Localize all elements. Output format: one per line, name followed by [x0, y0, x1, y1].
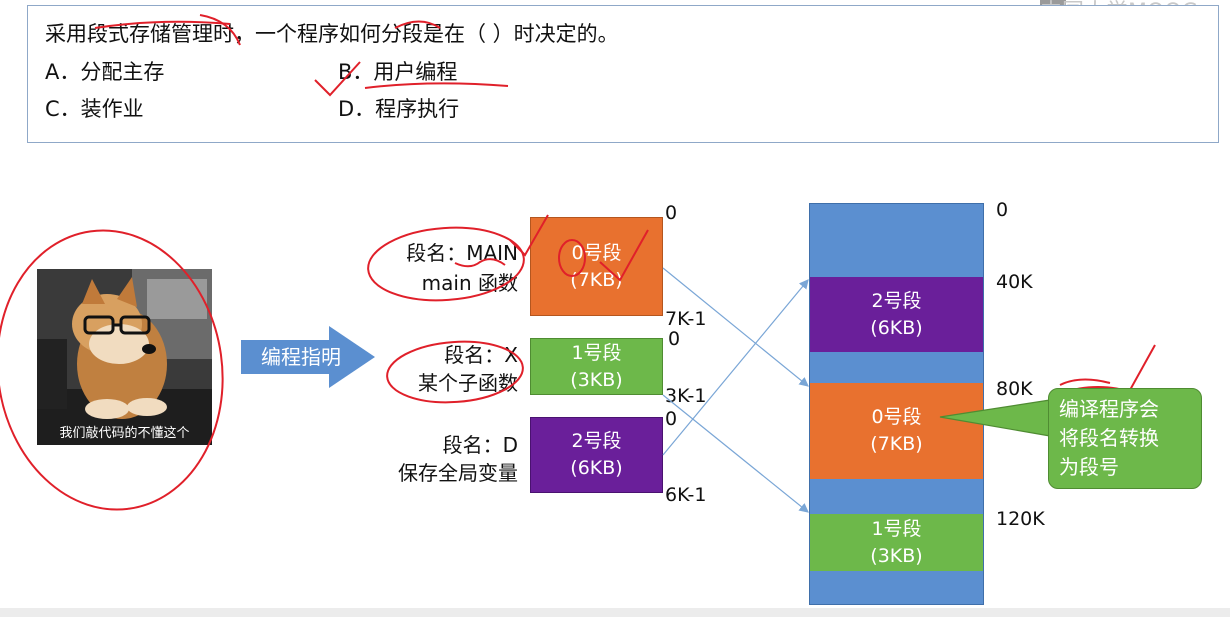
- right-arrow-icon: [241, 340, 329, 374]
- segment-1-end: 3K-1: [665, 385, 707, 407]
- compiler-callout: 编译程序会 将段名转换 为段号: [1048, 388, 1202, 489]
- segment-2-end: 6K-1: [665, 484, 707, 506]
- arrow-label: 编程指明: [261, 345, 341, 369]
- segment-0-size: (7KB): [570, 268, 623, 291]
- memory-block-1: 1号段 (3KB): [810, 514, 983, 571]
- question-box: [27, 5, 1219, 143]
- segment-0-desc: main 函数: [421, 271, 518, 295]
- connector-seg2: [662, 279, 809, 456]
- memory-block-2-title: 2号段: [871, 289, 922, 312]
- memory-addr-40k: 40K: [996, 271, 1033, 293]
- segment-0-end: 7K-1: [665, 308, 707, 330]
- segment-1-title: 1号段: [571, 341, 622, 364]
- mooc-logo-icon: [1040, 0, 1066, 8]
- segment-1-start: 0: [668, 328, 681, 350]
- memory-block-1-title: 1号段: [871, 517, 922, 540]
- segment-1-block: 1号段 (3KB): [530, 338, 663, 395]
- video-bottom-bar: [0, 608, 1230, 617]
- memory-addr-120k: 120K: [996, 508, 1045, 530]
- memory-addr-0: 0: [996, 199, 1009, 221]
- memory-block-2-size: (6KB): [870, 316, 923, 339]
- segment-0-title: 0号段: [571, 241, 622, 264]
- memory-block-0-size: (7KB): [870, 433, 923, 455]
- segment-2-size: (6KB): [570, 457, 623, 479]
- memory-block-0-title: 0号段: [871, 406, 922, 428]
- connector-seg0: [662, 267, 809, 387]
- option-a: A．分配主存: [45, 60, 165, 84]
- callout-line-3: 为段号: [1059, 455, 1119, 479]
- meme-caption: 我们敲代码的不懂这个: [59, 426, 190, 441]
- memory-addr-80k: 80K: [996, 378, 1033, 400]
- callout-pointer: [939, 399, 1051, 437]
- segment-2-desc: 保存全局变量: [398, 461, 518, 485]
- segment-1-size: (3KB): [570, 368, 623, 391]
- segment-2-start: 0: [665, 408, 678, 430]
- segment-2-title: 2号段: [571, 430, 622, 452]
- dog-with-glasses-illustration: [37, 269, 212, 445]
- option-d: D．程序执行: [338, 97, 460, 121]
- memory-block-2: 2号段 (6KB): [810, 277, 983, 352]
- callout-line-1: 编译程序会: [1059, 397, 1159, 421]
- segment-2-name: 段名：D: [442, 433, 518, 457]
- memory-block-1-size: (3KB): [870, 544, 923, 567]
- segment-0-start: 0: [665, 202, 678, 224]
- memory-block-0: 0号段 (7KB): [810, 383, 983, 479]
- option-c: C．装作业: [45, 97, 144, 121]
- connector-seg1: [662, 394, 809, 513]
- meme-photo: 我们敲代码的不懂这个: [37, 269, 212, 445]
- right-arrow-head: [329, 326, 375, 388]
- segment-0-block: 0号段 (7KB): [530, 217, 663, 316]
- red-annotations: [0, 14, 1156, 511]
- segment-2-block: 2号段 (6KB): [530, 417, 663, 493]
- segment-1-name: 段名：X: [444, 343, 518, 367]
- question-stem: 采用段式存储管理时，一个程序如何分段是在（ ）时决定的。: [45, 22, 619, 46]
- callout-line-2: 将段名转换: [1059, 426, 1159, 450]
